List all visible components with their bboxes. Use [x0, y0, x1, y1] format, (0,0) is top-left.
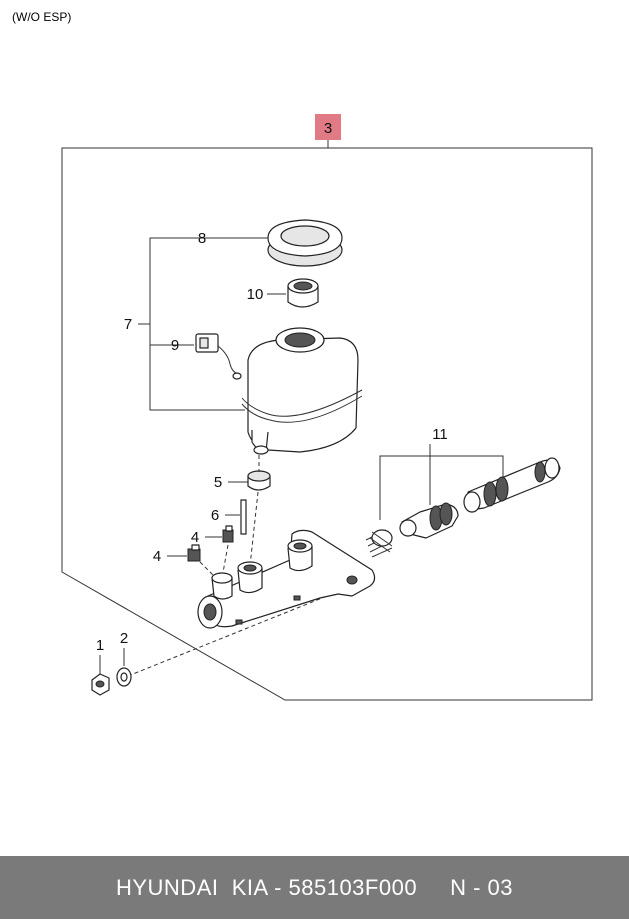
callout-4a: 4: [191, 529, 199, 546]
callout-4b: 4: [153, 548, 161, 565]
callout-5: 5: [214, 474, 222, 491]
reservoir-cap: [267, 219, 343, 267]
callout-3: 3: [324, 120, 332, 137]
level-sensor: [195, 333, 242, 380]
callout-9: 9: [171, 337, 179, 354]
grommet: [247, 470, 271, 491]
callout-6: 6: [211, 507, 219, 524]
nut: [91, 673, 110, 696]
callout-8: 8: [198, 230, 206, 247]
primary-piston: [399, 502, 459, 539]
callout-10: 10: [247, 286, 264, 303]
reservoir: [241, 327, 363, 455]
pin: [240, 499, 247, 535]
callout-3-box: [315, 114, 341, 140]
callout-11: 11: [432, 426, 448, 443]
fitting-upper: [222, 525, 234, 543]
callout-2: 2: [120, 630, 128, 647]
secondary-piston: [463, 457, 561, 513]
washer: [116, 667, 132, 687]
assembly-frame: [61, 147, 593, 701]
fitting-lower: [187, 544, 201, 562]
callout-7: 7: [124, 316, 132, 333]
master-cylinder-body: [197, 529, 376, 629]
part-number-label: HYUNDAI KIA - 585103F000 N - 03: [115, 874, 514, 900]
master-cylinder-diagram: 3 7 8 9 10 5 6: [61, 114, 593, 701]
footer-bar: HYUNDAI KIA - 585103F000 N - 03: [0, 856, 629, 919]
variant-note: (W/O ESP): [12, 10, 72, 24]
strainer: [287, 278, 319, 308]
return-spring: [365, 529, 393, 558]
callout-1: 1: [96, 637, 104, 654]
